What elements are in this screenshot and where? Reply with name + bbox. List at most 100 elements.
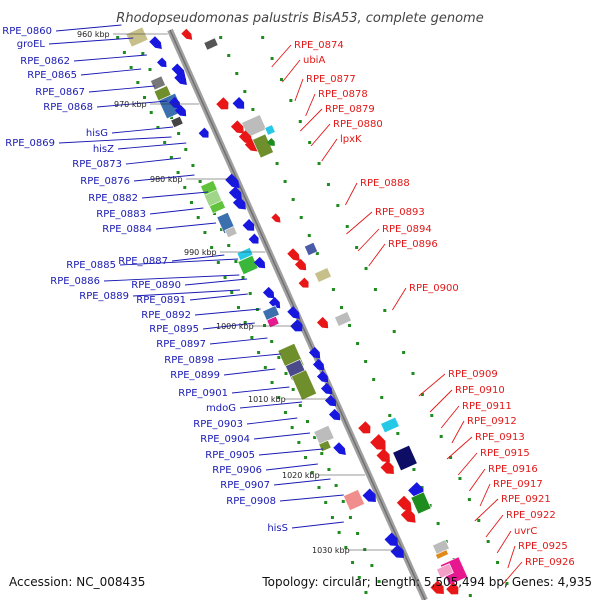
gene-label-right[interactable]: RPE_0896 [388,239,438,250]
gene-label-right[interactable]: RPE_0911 [462,401,512,412]
gene-label-right[interactable]: RPE_0922 [506,510,556,521]
gene-box[interactable] [314,267,332,283]
gene-label-right[interactable]: RPE_0894 [382,224,432,235]
gene-arrow[interactable] [228,186,245,202]
gene-arrow[interactable] [230,120,247,136]
gene-label-right[interactable]: RPE_0909 [448,369,498,380]
gene-box[interactable] [392,444,418,472]
gene-arrow[interactable] [400,507,419,526]
gene-label-left[interactable]: RPE_0885 [66,260,116,271]
gene-label-right[interactable]: RPE_0878 [318,89,368,100]
gene-label-right[interactable]: RPE_0912 [467,416,517,427]
gene-label-right[interactable]: RPE_0874 [294,40,344,51]
gene-arrow[interactable] [232,97,248,112]
gene-label-left[interactable]: hisG [86,128,108,139]
gene-label-left[interactable]: RPE_0887 [118,256,168,267]
gene-box[interactable] [252,133,274,159]
gene-box[interactable] [170,115,184,129]
gene-arrow[interactable] [253,256,268,271]
gene-arrow[interactable] [287,248,302,264]
gene-box[interactable] [303,241,319,257]
gene-arrow[interactable] [238,130,255,146]
gene-arrow[interactable] [312,358,327,373]
gene-arrow[interactable] [149,36,164,52]
gene-arrow[interactable] [298,277,312,291]
gene-arrow[interactable] [248,233,262,247]
gene-label-left[interactable]: RPE_0901 [178,388,228,399]
gene-arrow[interactable] [384,532,402,549]
gene-arrow[interactable] [308,346,323,361]
gene-label-right[interactable]: lpxK [340,134,362,145]
gene-arrow[interactable] [232,196,249,212]
gene-label-left[interactable]: RPE_0906 [212,465,262,476]
gene-arrow[interactable] [390,544,408,561]
gene-box[interactable] [125,26,149,48]
gene-arrow[interactable] [376,448,394,465]
gene-arrow[interactable] [380,460,398,477]
gene-arrow[interactable] [290,319,306,335]
gene-box[interactable] [241,114,267,138]
gene-label-left[interactable]: RPE_0873 [72,159,122,170]
gene-label-left[interactable]: RPE_0862 [20,56,70,67]
gene-arrow[interactable] [171,63,189,80]
gene-label-left[interactable]: RPE_0869 [5,138,55,149]
gene-arrow[interactable] [362,488,380,505]
gene-arrow[interactable] [446,582,462,598]
gene-label-right[interactable]: RPE_0921 [501,494,551,505]
gene-arrow[interactable] [328,408,343,423]
gene-arrow[interactable] [316,370,331,385]
gene-label-left[interactable]: RPE_0898 [164,355,214,366]
gene-arrow[interactable] [320,382,335,397]
gene-box[interactable] [380,416,400,434]
gene-arrow[interactable] [294,258,309,273]
gene-arrow[interactable] [287,306,302,322]
gene-arrow[interactable] [430,580,448,597]
gene-label-left[interactable]: RPE_0891 [136,295,186,306]
gene-arrow[interactable] [168,96,183,111]
gene-label-left[interactable]: RPE_0890 [131,280,181,291]
gene-label-left[interactable]: RPE_0883 [96,209,146,220]
gene-label-right[interactable]: RPE_0888 [360,178,410,189]
gene-label-right[interactable]: RPE_0925 [518,541,568,552]
gene-arrow[interactable] [271,213,282,224]
gene-arrow[interactable] [157,57,169,69]
gene-arrow[interactable] [262,286,277,301]
gene-label-left[interactable]: RPE_0905 [205,450,255,461]
gene-label-right[interactable]: RPE_0900 [409,283,459,294]
gene-arrow[interactable] [333,442,348,458]
gene-arrow[interactable] [267,138,277,148]
gene-label-left[interactable]: groEL [17,39,46,50]
gene-label-left[interactable]: mdoG [206,403,236,414]
gene-label-left[interactable]: RPE_0907 [220,480,270,491]
gene-label-left[interactable]: RPE_0865 [27,70,77,81]
gene-box[interactable] [203,189,223,207]
gene-label-left[interactable]: RPE_0876 [80,176,130,187]
gene-label-right[interactable]: RPE_0915 [480,448,530,459]
gene-box[interactable] [410,491,432,515]
gene-arrow[interactable] [268,296,283,311]
gene-label-left[interactable]: RPE_0889 [79,291,129,302]
gene-arrow[interactable] [198,127,212,141]
gene-label-left[interactable]: RPE_0895 [149,324,199,335]
gene-arrow[interactable] [244,138,261,154]
gene-label-right[interactable]: RPE_0877 [306,74,356,85]
gene-box[interactable] [266,315,280,329]
gene-box[interactable] [203,37,219,51]
gene-label-left[interactable]: RPE_0868 [43,102,93,113]
gene-arrow[interactable] [242,219,258,234]
gene-arrow[interactable] [181,28,194,42]
gene-arrow[interactable] [316,316,331,331]
gene-box[interactable] [343,489,365,511]
gene-label-left[interactable]: RPE_0884 [102,224,152,235]
gene-label-right[interactable]: RPE_0893 [375,207,425,218]
gene-label-left[interactable]: hisZ [93,144,114,155]
gene-box[interactable] [334,311,352,327]
gene-label-right[interactable]: RPE_0926 [525,557,575,568]
gene-box[interactable] [264,124,276,136]
gene-label-left[interactable]: RPE_0899 [170,370,220,381]
gene-arrow[interactable] [370,434,390,454]
gene-arrow[interactable] [216,97,232,113]
gene-label-left[interactable]: RPE_0886 [50,276,100,287]
gene-label-left[interactable]: RPE_0908 [226,496,276,507]
gene-label-left[interactable]: hisS [267,523,288,534]
